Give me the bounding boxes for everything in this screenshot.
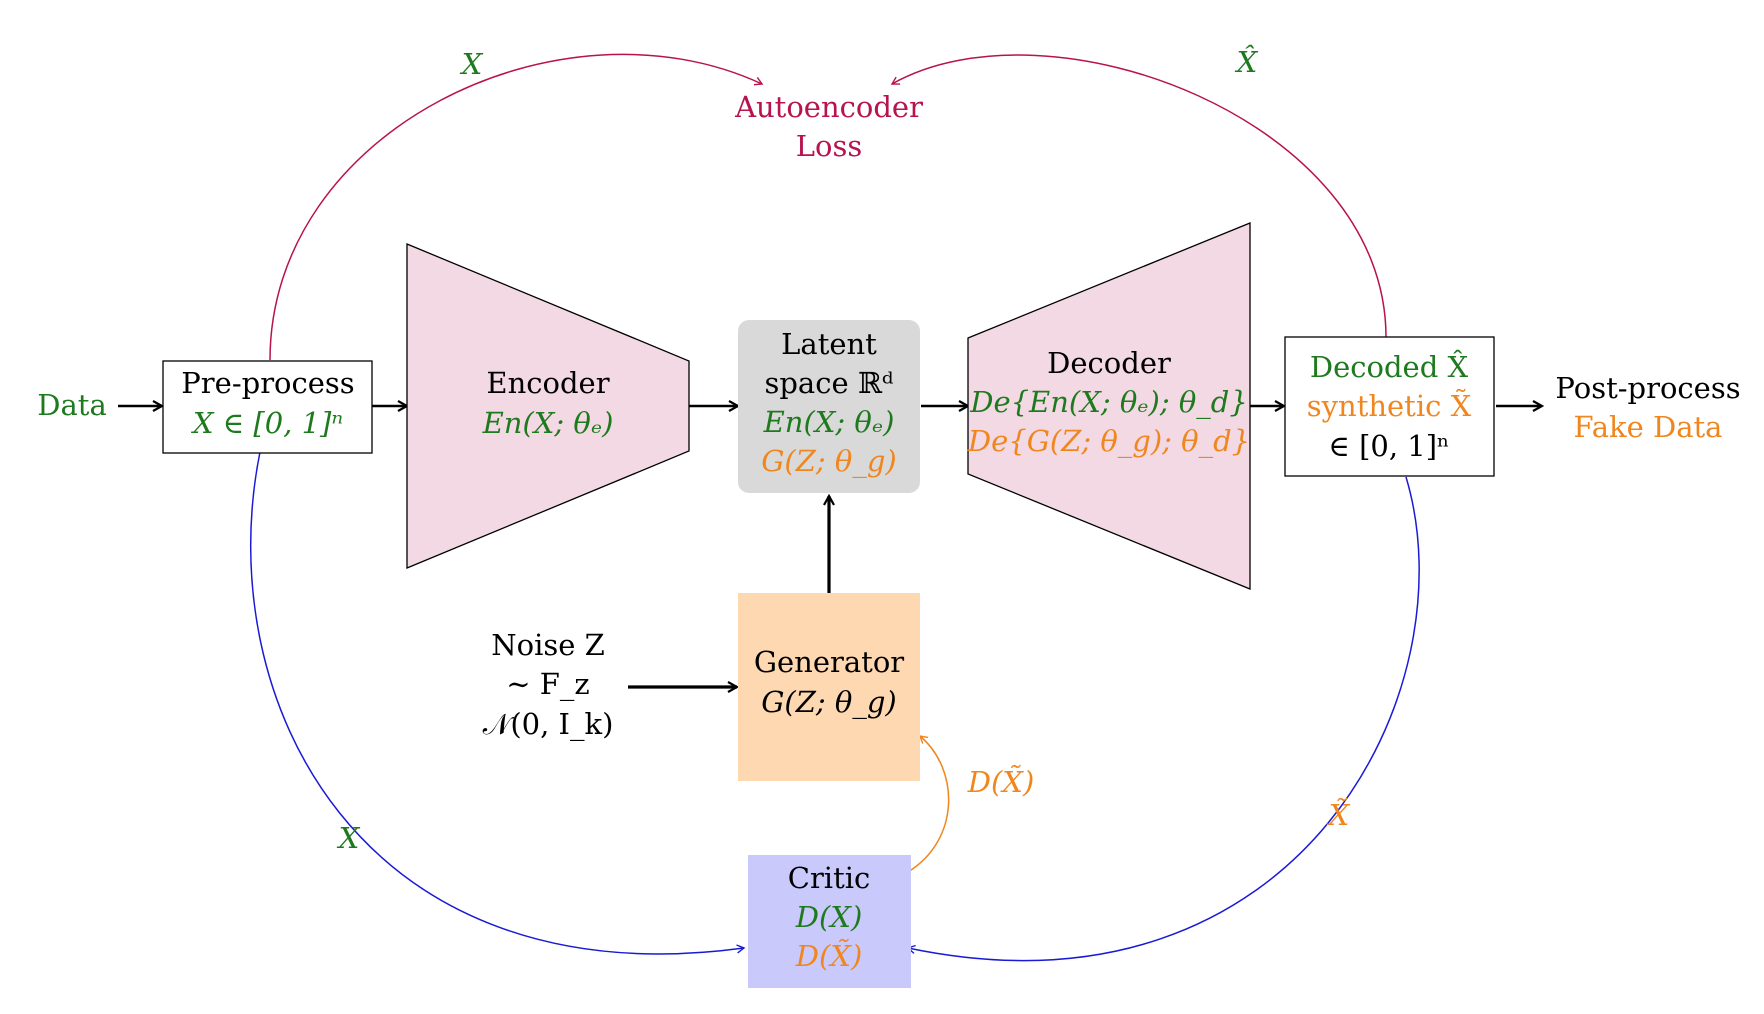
decoded-box [1284, 336, 1495, 477]
data-label: Data [37, 388, 106, 422]
preprocess-box [162, 360, 373, 454]
decoder-formula-real: De{En(X; θₑ); θ_d} [969, 385, 1248, 420]
ae-loss-arc-right-label: X̂ [1235, 45, 1259, 79]
latent-formula-real: En(X; θₑ) [763, 405, 895, 439]
critic-arc-right-label: X̃ [1327, 798, 1351, 832]
ae-loss-arc-left-label: X [460, 47, 484, 81]
generator-title: Generator [754, 645, 904, 679]
critic-title: Critic [788, 861, 871, 895]
critic-box [748, 855, 911, 988]
critic-arc-right [906, 476, 1420, 962]
critic-arc-left-label: X [337, 821, 361, 855]
preprocess-title: Pre-process [181, 366, 354, 400]
critic-out-real: D(X) [795, 900, 863, 934]
latent-line1: Latent [781, 327, 877, 361]
generator-formula: G(Z; θ_g) [761, 685, 896, 720]
decoded-line3: ∈ [0, 1]ⁿ [1328, 429, 1449, 463]
encoder-title: Encoder [486, 366, 609, 400]
decoder-formula-fake: De{G(Z; θ_g); θ_d} [967, 424, 1250, 459]
critic-out-fake: D(X̃) [795, 939, 863, 973]
decoded-line1: Decoded X̂ [1310, 350, 1469, 384]
ae-loss-arc-left [269, 53, 764, 361]
ae-loss-arc-right [890, 54, 1387, 338]
critic-feedback-label: D(X̃) [967, 765, 1035, 799]
noise-line3: 𝒩(0, I_k) [483, 707, 614, 742]
postprocess-line2: Fake Data [1574, 410, 1723, 444]
ae-loss-line2: Loss [796, 129, 862, 163]
critic-feedback-arc [907, 735, 950, 873]
latent-line2: space ℝᵈ [764, 366, 893, 400]
latent-formula-fake: G(Z; θ_g) [761, 444, 896, 479]
decoder-shape [967, 222, 1251, 590]
noise-line2: ∼ F_z [506, 667, 589, 702]
decoded-line2: synthetic X̃ [1307, 389, 1472, 423]
critic-arc-left [249, 451, 746, 955]
latent-space-box [738, 320, 920, 493]
encoder-formula: En(X; θₑ) [482, 406, 614, 440]
decoder-title: Decoder [1047, 346, 1171, 380]
encoder-shape [406, 243, 690, 569]
ae-loss-line1: Autoencoder [734, 90, 923, 124]
noise-line1: Noise Z [491, 628, 605, 662]
generator-box [738, 593, 920, 781]
preprocess-formula: X ∈ [0, 1]ⁿ [191, 406, 343, 440]
postprocess-line1: Post-process [1555, 371, 1740, 405]
